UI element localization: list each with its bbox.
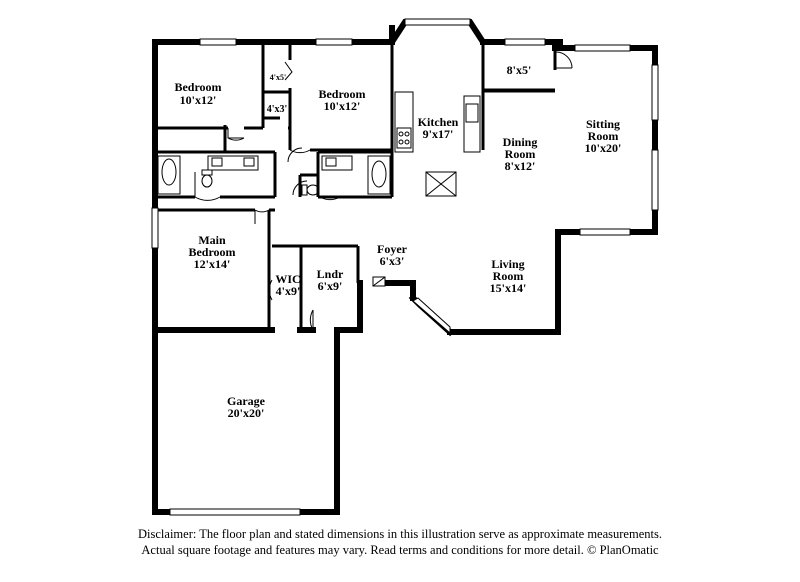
interior-walls (155, 42, 557, 330)
room-label-kitchen: Kitchen 9'x17' (418, 115, 459, 141)
floor-plan: Bedroom 10'x12' 4'x5' 4'x3' Bedroom 10'x… (151, 18, 659, 516)
svg-text:6'x9': 6'x9' (318, 279, 343, 293)
svg-text:4'x9': 4'x9' (276, 284, 301, 298)
room-label-living: Living Room 15'x14' (490, 257, 527, 295)
svg-text:Garage: Garage (227, 394, 266, 408)
svg-text:Foyer: Foyer (377, 242, 408, 256)
svg-text:9'x17': 9'x17' (423, 127, 454, 141)
disclaimer: Disclaimer: The floor plan and stated di… (0, 526, 800, 558)
room-label-dining: Dining Room 8'x12' (503, 135, 538, 173)
svg-text:20'x20': 20'x20' (228, 406, 265, 420)
svg-text:12'x14': 12'x14' (194, 257, 231, 271)
svg-text:10'x12': 10'x12' (180, 93, 217, 107)
svg-text:Sitting: Sitting (586, 117, 620, 131)
room-label-wic: WIC 4'x9' (275, 272, 300, 298)
nook-dims: 8'x5' (507, 63, 532, 77)
svg-text:Kitchen: Kitchen (418, 115, 459, 129)
windows (151, 18, 659, 516)
closet-a-dims: 4'x5' (270, 73, 286, 82)
doors (194, 51, 573, 331)
room-label-bedroom-2: Bedroom 10'x12' (318, 87, 365, 113)
svg-text:10'x12': 10'x12' (324, 99, 361, 113)
svg-text:Room: Room (493, 269, 524, 283)
room-label-bedroom-1: Bedroom 10'x12' (174, 80, 221, 107)
svg-text:10'x20': 10'x20' (585, 141, 622, 155)
disclaimer-line-2: Actual square footage and features may v… (141, 543, 659, 557)
room-label-sitting: Sitting Room 10'x20' (585, 117, 622, 155)
svg-text:Main: Main (198, 233, 226, 247)
fixtures (157, 91, 481, 197)
svg-text:Living: Living (491, 257, 524, 271)
room-label-garage: Garage 20'x20' (227, 394, 266, 420)
room-label-laundry: Lndr 6'x9' (317, 267, 344, 293)
svg-text:Lndr: Lndr (317, 267, 344, 281)
svg-text:6'x3': 6'x3' (380, 254, 405, 268)
svg-text:WIC: WIC (275, 272, 300, 286)
disclaimer-line-1: Disclaimer: The floor plan and stated di… (138, 527, 662, 541)
closet-b-dims: 4'x3' (267, 104, 288, 115)
svg-text:Bedroom: Bedroom (188, 245, 235, 259)
svg-text:8'x12': 8'x12' (505, 159, 536, 173)
svg-text:Room: Room (588, 129, 619, 143)
svg-text:Dining: Dining (503, 135, 538, 149)
room-label-foyer: Foyer 6'x3' (377, 242, 408, 268)
svg-text:15'x14': 15'x14' (490, 281, 527, 295)
svg-text:Bedroom: Bedroom (174, 80, 221, 94)
svg-text:Bedroom: Bedroom (318, 87, 365, 101)
svg-text:Room: Room (505, 147, 536, 161)
room-label-main-bedroom: Main Bedroom 12'x14' (188, 233, 235, 271)
